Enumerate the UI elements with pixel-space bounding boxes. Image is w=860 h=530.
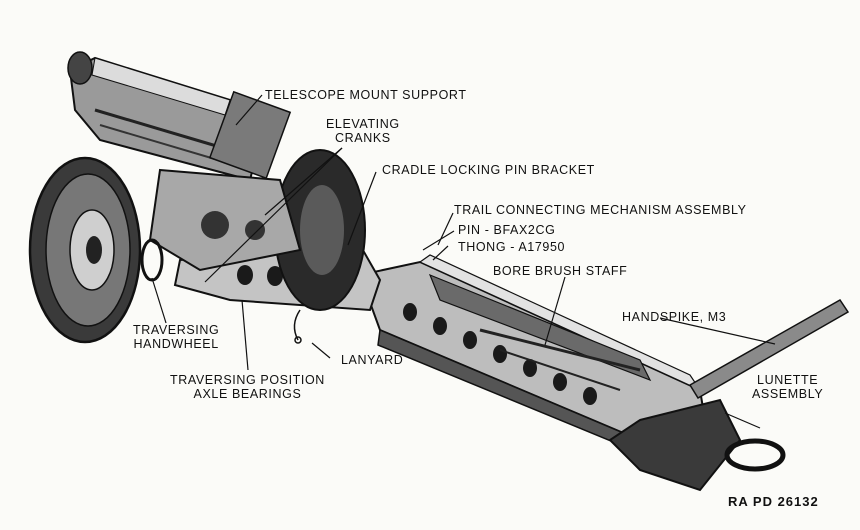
barrel-assembly — [67, 51, 292, 182]
label-elevating-cranks: ELEVATING CRANKS — [326, 117, 400, 145]
trail-bracing — [428, 273, 652, 391]
label-traversing-position-line1: TRAVERSING POSITION — [170, 373, 325, 387]
label-lanyard: LANYARD — [341, 353, 404, 367]
label-elevating-cranks-line2: CRANKS — [335, 131, 391, 145]
lanyard-cord — [293, 309, 302, 344]
front-wheel — [28, 156, 142, 344]
reference-number: RA PD 26132 — [728, 494, 819, 509]
label-lunette-line1: LUNETTE — [757, 373, 819, 387]
label-traversing-handwheel: TRAVERSING HANDWHEEL — [133, 323, 219, 351]
label-traversing-position-line2: AXLE BEARINGS — [193, 387, 302, 401]
handspike — [688, 299, 850, 400]
label-lunette-line2: ASSEMBLY — [752, 387, 824, 401]
label-handspike: HANDSPIKE, M3 — [622, 310, 727, 324]
carriage — [148, 168, 302, 272]
lunette — [608, 398, 786, 492]
leader-lines — [151, 94, 776, 429]
label-cradle-locking-pin-bracket: CRADLE LOCKING PIN BRACKET — [382, 163, 595, 177]
label-telescope-mount-support: TELESCOPE MOUNT SUPPORT — [265, 88, 467, 102]
label-traversing-position: TRAVERSING POSITION AXLE BEARINGS — [170, 373, 325, 401]
label-traversing-handwheel-line1: TRAVERSING — [133, 323, 220, 337]
label-trail-connecting-mechanism: TRAIL CONNECTING MECHANISM ASSEMBLY — [454, 203, 747, 217]
handwheel — [140, 238, 164, 282]
label-lunette-assembly: LUNETTE ASSEMBLY — [752, 373, 823, 401]
label-thong: THONG - A17950 — [458, 240, 566, 254]
label-pin: PIN - BFAX2CG — [458, 223, 556, 237]
rear-wheel — [274, 149, 366, 311]
label-traversing-handwheel-line2: HANDWHEEL — [133, 337, 219, 351]
label-elevating-cranks-line1: ELEVATING — [326, 117, 400, 131]
label-bore-brush-staff: BORE BRUSH STAFF — [493, 264, 628, 278]
